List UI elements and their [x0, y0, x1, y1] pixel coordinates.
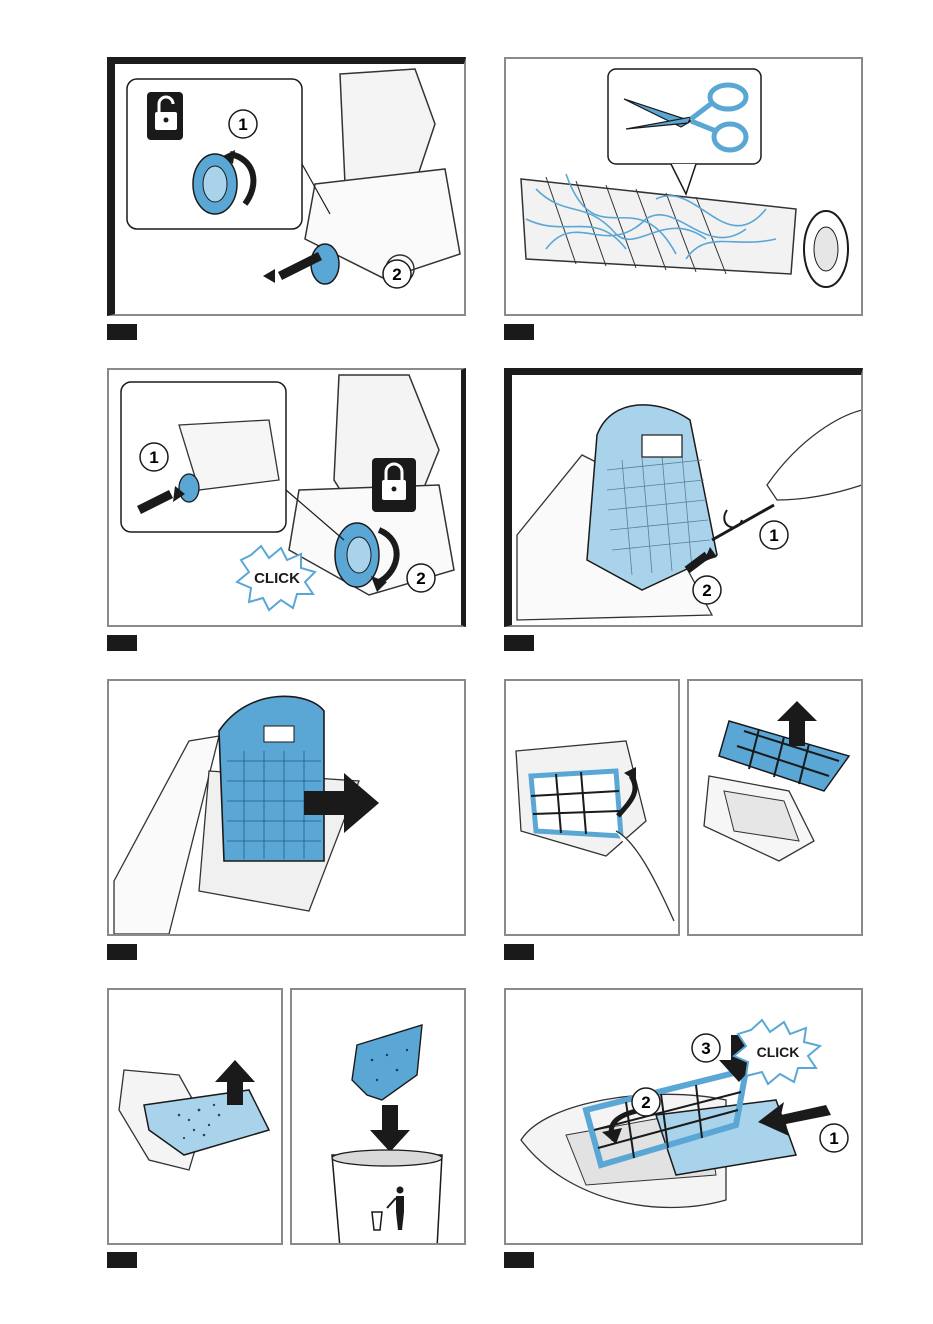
- step-number-block: [107, 635, 137, 651]
- step-marker-1: 1: [149, 448, 158, 467]
- step-marker-2: 2: [416, 569, 425, 588]
- step-marker-3: 3: [701, 1039, 710, 1058]
- panel-reinsert-filter: CLICK 3 2 1: [504, 988, 863, 1245]
- reinsert-filter-illustration: CLICK 3 2 1: [506, 990, 861, 1243]
- step-number-block: [107, 1252, 137, 1268]
- step-marker-2: 2: [392, 265, 401, 284]
- unlock-endcap-illustration: 1 2: [115, 64, 465, 314]
- panel-unscrew-cover: 1 2: [504, 368, 863, 627]
- step-number-block: [107, 324, 137, 340]
- lock-icon: [372, 458, 416, 512]
- dispose-bin-illustration: [292, 990, 464, 1243]
- step-marker-2: 2: [702, 581, 711, 600]
- click-label: CLICK: [757, 1044, 800, 1060]
- panel-remove-cover: [107, 679, 466, 936]
- brush-roll-illustration: [506, 59, 861, 314]
- step-number-block: [504, 324, 534, 340]
- panel-unlock-endcap: 1 2: [107, 57, 466, 316]
- lock-endcap-illustration: CLICK 1 2: [109, 370, 459, 625]
- remove-cover-illustration: [109, 681, 464, 934]
- step-number-block: [107, 944, 137, 960]
- step-number-block: [504, 944, 534, 960]
- unlock-icon: [147, 92, 183, 140]
- filter-removed-illustration: [689, 681, 861, 934]
- step-marker-1: 1: [829, 1129, 838, 1148]
- panel-cut-hair: [504, 57, 863, 316]
- lift-filter-pad-illustration: [109, 990, 281, 1243]
- click-label: CLICK: [254, 570, 300, 587]
- step-marker-2: 2: [641, 1093, 650, 1112]
- lift-filter-illustration: [506, 681, 678, 934]
- panel-lift-filter-pad: [107, 988, 283, 1245]
- step-number-block: [504, 635, 534, 651]
- panel-dispose-bin: [290, 988, 466, 1245]
- step-number-block: [504, 1252, 534, 1268]
- unscrew-cover-illustration: 1 2: [512, 375, 862, 625]
- panel-lock-endcap: CLICK 1 2: [107, 368, 466, 627]
- panel-lift-filter: [504, 679, 680, 936]
- panel-filter-removed: [687, 679, 863, 936]
- step-marker-1: 1: [238, 115, 247, 134]
- step-marker-1: 1: [769, 526, 778, 545]
